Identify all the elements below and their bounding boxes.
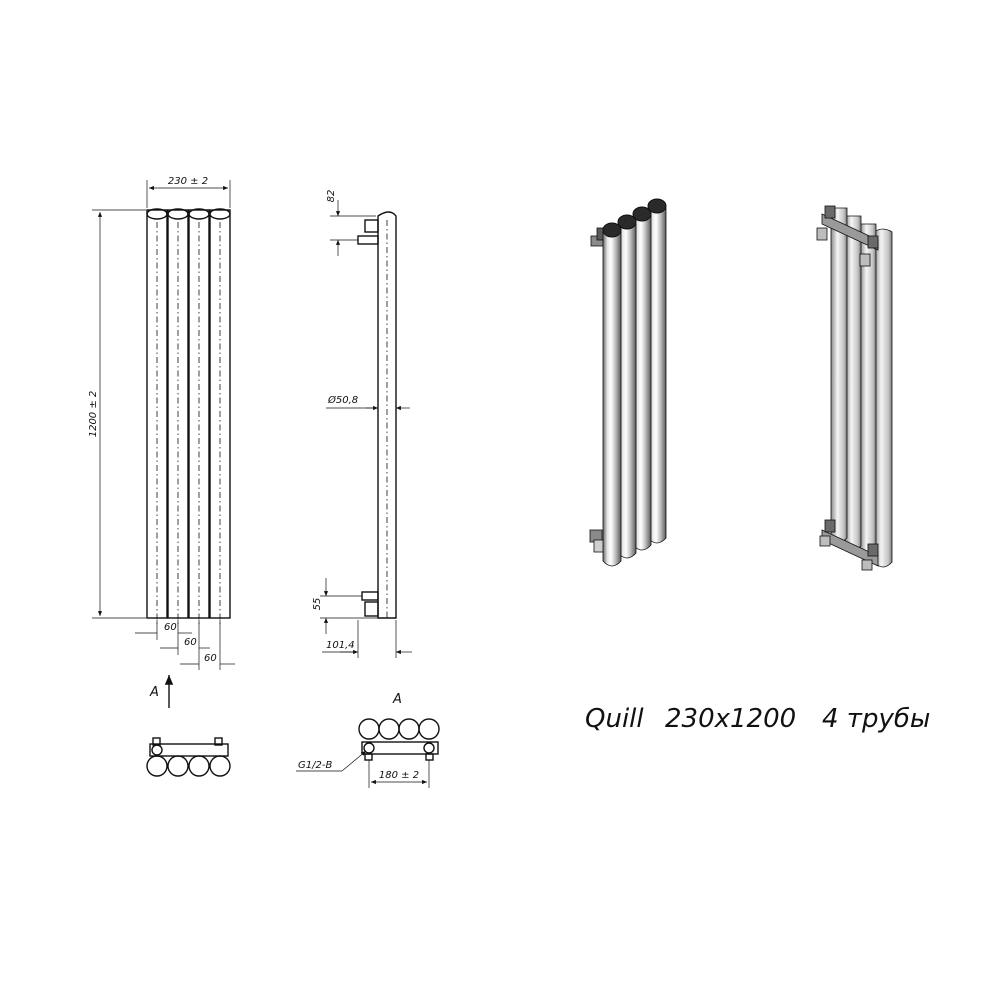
title-count: 4 трубы xyxy=(822,704,930,734)
front-tubes xyxy=(146,208,231,625)
title: Quill 230x1200 4 трубы xyxy=(585,704,930,734)
connection-label: G1/2-B xyxy=(298,760,332,771)
height-dimension: 1200 ± 2 xyxy=(88,209,146,619)
bottom-view-left xyxy=(146,737,231,777)
front-view: 230 ± 2 1200 ± 2 60 60 60 A xyxy=(88,176,235,708)
side-bracket-bottom xyxy=(361,591,379,601)
top-offset-label: 82 xyxy=(326,190,337,203)
title-model: Quill xyxy=(585,704,644,734)
render-back-top-rail xyxy=(821,213,879,251)
title-size: 230x1200 xyxy=(665,704,796,734)
side-bracket-top xyxy=(364,219,379,233)
depth-label: 101,4 xyxy=(326,640,355,651)
side-tube xyxy=(377,211,397,619)
view-a-title: A xyxy=(392,692,402,707)
side-bracket-top-pin xyxy=(357,235,379,245)
width-label: 230 ± 2 xyxy=(168,176,208,187)
view-arrow-label: A xyxy=(149,685,159,700)
diameter-label: Ø50,8 xyxy=(327,394,358,406)
view-a: A G1/2-B 180 ± 2 xyxy=(296,692,440,788)
height-label: 1200 ± 2 xyxy=(88,391,99,438)
bottom-offset-label: 55 xyxy=(312,598,323,611)
pitch-dimensions: 60 60 60 xyxy=(135,620,235,670)
pitch-label-1: 60 xyxy=(164,622,177,633)
pitch-label-2: 60 xyxy=(184,637,197,648)
render-back xyxy=(816,205,893,571)
render-back-tubes xyxy=(830,207,893,568)
view-arrow: A xyxy=(149,675,174,708)
view-a-bar xyxy=(361,741,439,755)
render-front xyxy=(589,198,667,567)
pitch-label-3: 60 xyxy=(204,653,217,664)
bottom-view-bar xyxy=(149,743,229,757)
side-view: 82 Ø50,8 55 101,4 xyxy=(312,190,412,658)
center-distance-label: 180 ± 2 xyxy=(379,770,419,781)
render-front-tubes xyxy=(602,198,667,567)
width-dimension: 230 ± 2 xyxy=(146,176,231,208)
side-bracket-bottom-pin xyxy=(364,601,379,617)
